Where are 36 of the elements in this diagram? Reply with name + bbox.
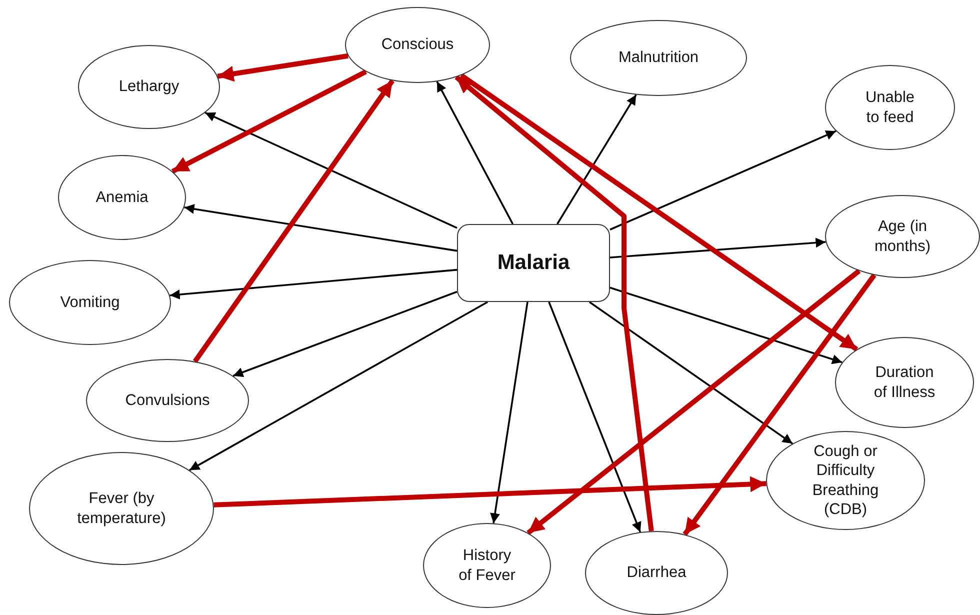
node-label: Malnutrition bbox=[618, 48, 699, 68]
arrow bbox=[204, 112, 458, 229]
node-label: Anemia bbox=[96, 188, 148, 208]
node-label: Duration of Illness bbox=[872, 363, 936, 402]
arrow bbox=[454, 75, 654, 532]
arrow bbox=[548, 302, 642, 532]
arrow bbox=[556, 94, 637, 224]
node-label: Malaria bbox=[497, 250, 570, 276]
process-box bbox=[457, 224, 610, 302]
node-label: Cough or Difficulty Breathing (CDB) bbox=[811, 442, 880, 520]
arrow bbox=[490, 302, 528, 524]
arrow bbox=[588, 301, 794, 444]
node-label: Vomiting bbox=[60, 292, 120, 312]
node-label: Age (in months) bbox=[874, 217, 932, 256]
arrow bbox=[526, 268, 861, 535]
arrow bbox=[184, 204, 458, 252]
node-label: Fever (by temperature) bbox=[76, 489, 167, 528]
node-label: History of Fever bbox=[458, 546, 516, 585]
arrow bbox=[214, 476, 766, 508]
node-label: Diarrhea bbox=[626, 563, 686, 583]
arrow bbox=[189, 301, 488, 471]
node-label: Convulsions bbox=[125, 390, 210, 410]
arrow bbox=[460, 73, 858, 352]
node-label: Lethargy bbox=[118, 77, 180, 97]
arrow bbox=[170, 268, 458, 300]
arrow bbox=[171, 69, 367, 174]
arrow bbox=[682, 274, 876, 536]
node-label: Conscious bbox=[381, 35, 454, 55]
arrow bbox=[610, 286, 842, 364]
arrow bbox=[436, 81, 514, 224]
node-label: Unable to feed bbox=[864, 88, 916, 127]
arrow bbox=[610, 238, 826, 258]
arrow bbox=[232, 290, 458, 378]
arrow bbox=[610, 130, 836, 230]
arrow bbox=[217, 53, 348, 82]
arrow bbox=[192, 79, 394, 363]
